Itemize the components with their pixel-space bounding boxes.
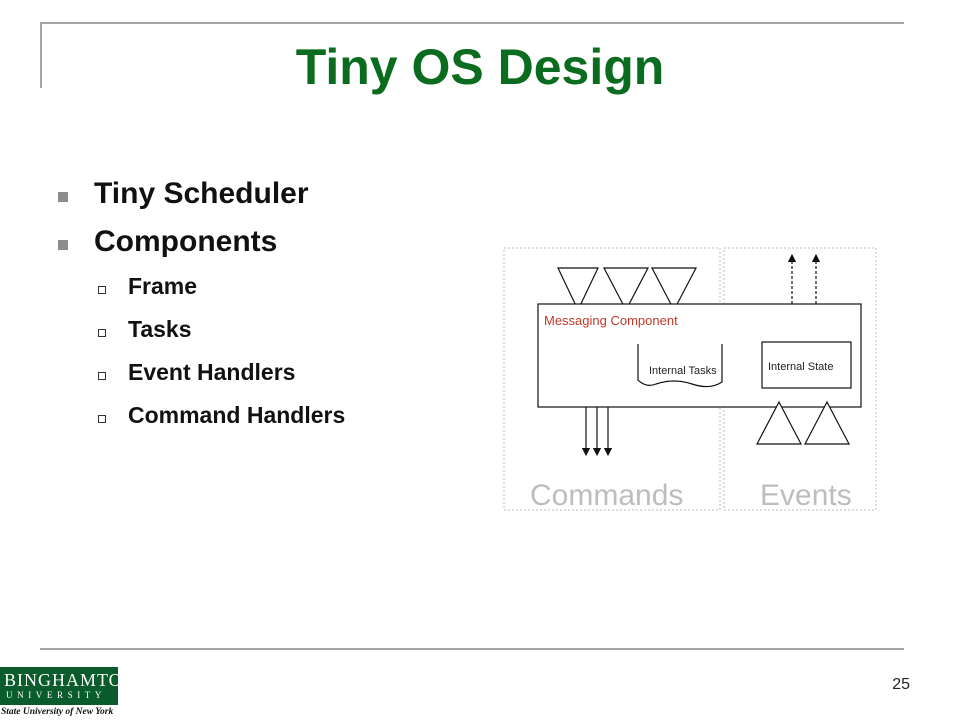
slide-frame-top-rule <box>40 22 904 24</box>
logo-tagline: State University of New York <box>1 707 114 717</box>
sub-bullet-label: Command Handlers <box>128 402 346 428</box>
internal-state-label: Internal State <box>768 361 833 373</box>
logo-university: UNIVERSITY <box>6 690 106 700</box>
messaging-component-label: Messaging Component <box>544 313 678 328</box>
component-diagram-svg: Messaging Component Internal Tasks Inter… <box>503 247 877 512</box>
slide-title: Tiny OS Design <box>295 39 665 95</box>
square-bullet-icon <box>58 240 68 250</box>
command-handler-triangle <box>557 267 599 312</box>
internal-state-box <box>761 341 852 389</box>
command-handler-triangle <box>651 267 697 312</box>
sub-bullet-label: Tasks <box>128 316 192 342</box>
square-bullet-icon <box>58 192 68 202</box>
logo-name: BINGHAMTON <box>4 670 137 690</box>
bullet-label: Components <box>94 225 278 258</box>
event-handler-triangle <box>804 400 850 445</box>
hollow-square-bullet-icon <box>98 415 106 423</box>
slide-footer-rule <box>40 648 904 650</box>
internal-tasks-label: Internal Tasks <box>649 365 717 377</box>
sub-bullet-label: Frame <box>128 273 198 299</box>
hollow-square-bullet-icon <box>98 286 106 294</box>
hollow-square-bullet-icon <box>98 372 106 380</box>
events-label: Events <box>760 479 852 512</box>
command-handler-triangle <box>603 267 649 312</box>
internal-tasks-shape <box>637 344 723 388</box>
hollow-square-bullet-icon <box>98 329 106 337</box>
commands-label: Commands <box>530 479 683 512</box>
component-diagram: Messaging Component Internal Tasks Inter… <box>498 242 882 514</box>
commands-region <box>503 247 721 511</box>
logo-green-panel: BINGHAMTON UNIVERSITY <box>0 667 136 705</box>
slide-frame-left-rule <box>40 22 42 88</box>
sub-bullet-label: Event Handlers <box>128 359 296 385</box>
event-handler-triangle <box>756 400 802 445</box>
page-number: 25 <box>892 676 910 693</box>
binghamton-logo: BINGHAMTON UNIVERSITY State University o… <box>0 667 136 720</box>
bullet-label: Tiny Scheduler <box>94 177 309 210</box>
